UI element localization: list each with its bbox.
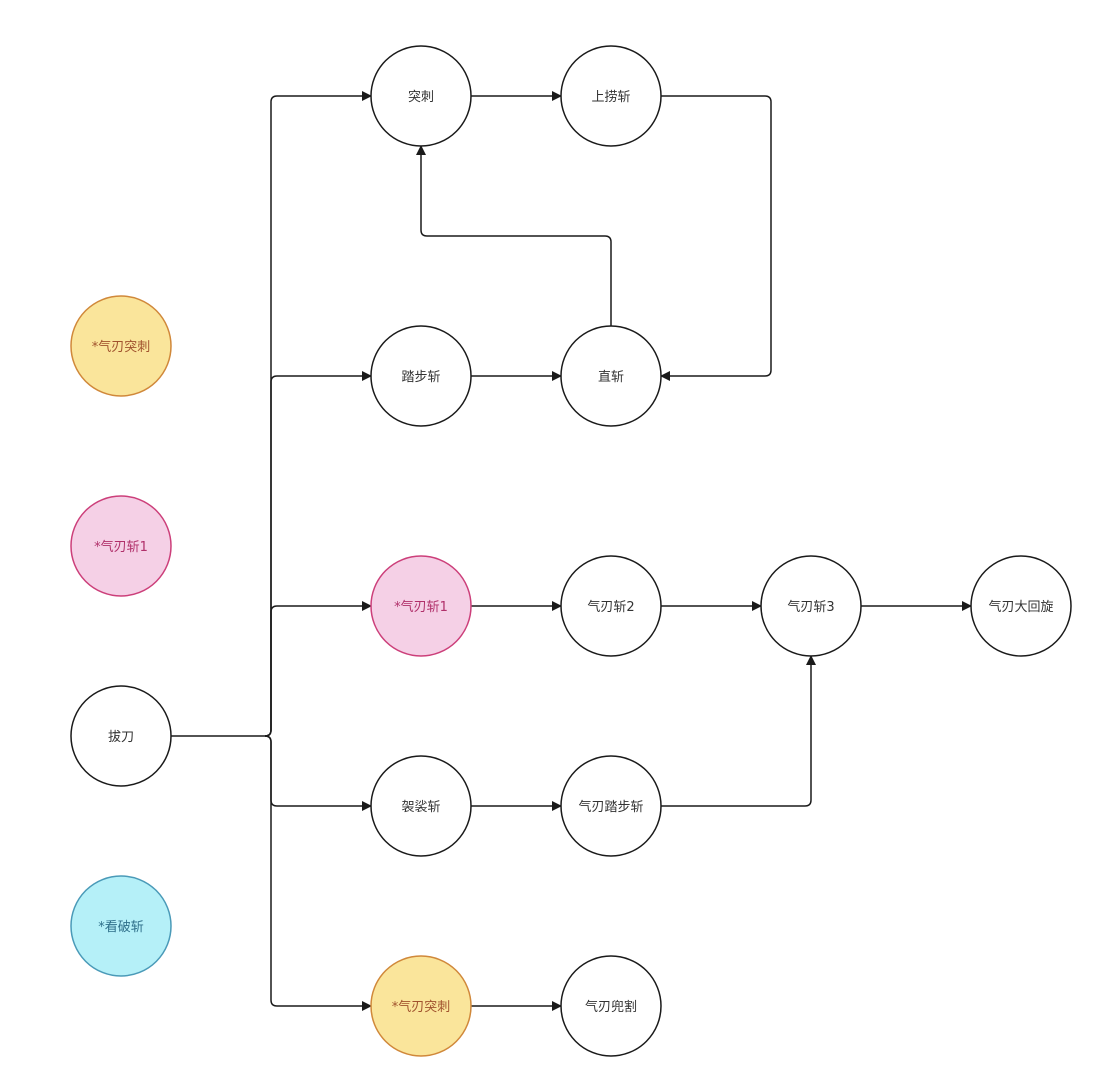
svg-text:气刃斩2: 气刃斩2: [587, 599, 634, 615]
svg-text:*气刃斩1: *气刃斩1: [94, 539, 148, 555]
node-shanglao-zhan[interactable]: 上捞斩: [560, 45, 662, 147]
node-legend-qiren-tuci[interactable]: *气刃突刺: [70, 295, 172, 397]
edge-badao-to-jiasha-zhan: [264, 735, 372, 811]
svg-text:*气刃斩1: *气刃斩1: [394, 599, 448, 615]
edge-badao-to-qiren-tuci: [264, 735, 372, 1011]
svg-text:*气刃突刺: *气刃突刺: [92, 339, 151, 355]
node-zhi-zhan[interactable]: 直斩: [560, 325, 662, 427]
svg-text:突刺: 突刺: [408, 89, 434, 105]
node-qiren-tuci[interactable]: *气刃突刺: [370, 955, 472, 1057]
node-tabu-zhan[interactable]: 踏步斩: [370, 325, 472, 427]
svg-text:袈裟斩: 袈裟斩: [401, 799, 440, 815]
node-qiren-douge[interactable]: 气刃兜割: [560, 955, 662, 1057]
edge-badao-to-tabu-zhan: [264, 371, 372, 737]
svg-text:踏步斩: 踏步斩: [401, 370, 440, 385]
svg-text:拔刀: 拔刀: [108, 730, 134, 745]
node-tuci[interactable]: 突刺: [370, 45, 472, 147]
svg-text:气刃踏步斩: 气刃踏步斩: [578, 799, 643, 815]
svg-text:直斩: 直斩: [598, 370, 624, 385]
edge-badao-to-qiren-zhan1: [264, 601, 372, 737]
node-jiasha-zhan[interactable]: 袈裟斩: [370, 755, 472, 857]
edge-qiren-tabu-zhan-to-qiren-zhan3: [661, 655, 816, 807]
node-qiren-dahuixuan[interactable]: 气刃大回旋: [970, 555, 1072, 657]
svg-text:上捞斩: 上捞斩: [591, 89, 630, 105]
node-qiren-zhan3[interactable]: 气刃斩3: [760, 555, 862, 657]
node-qiren-zhan2[interactable]: 气刃斩2: [560, 555, 662, 657]
svg-text:气刃兜割: 气刃兜割: [585, 999, 637, 1015]
node-qiren-zhan1[interactable]: *气刃斩1: [370, 555, 472, 657]
svg-text:气刃大回旋: 气刃大回旋: [988, 599, 1053, 615]
node-qiren-tabu-zhan[interactable]: 气刃踏步斩: [560, 755, 662, 857]
edges: [171, 91, 972, 1011]
node-legend-qiren-zhan1[interactable]: *气刃斩1: [70, 495, 172, 597]
svg-text:气刃斩3: 气刃斩3: [787, 599, 834, 615]
nodes: *气刃突刺 *气刃斩1 *看破斩 拔刀 突刺 上捞斩 踏步斩 直斩: [70, 45, 1072, 1057]
edge-shanglao-zhan-to-zhi-zhan: [660, 95, 772, 381]
node-badao[interactable]: 拔刀: [70, 685, 172, 787]
node-legend-kanpo-zhan[interactable]: *看破斩: [70, 875, 172, 977]
svg-text:*气刃突刺: *气刃突刺: [392, 999, 451, 1015]
edge-zhi-zhan-to-tuci: [416, 145, 612, 326]
svg-text:*看破斩: *看破斩: [98, 919, 144, 935]
